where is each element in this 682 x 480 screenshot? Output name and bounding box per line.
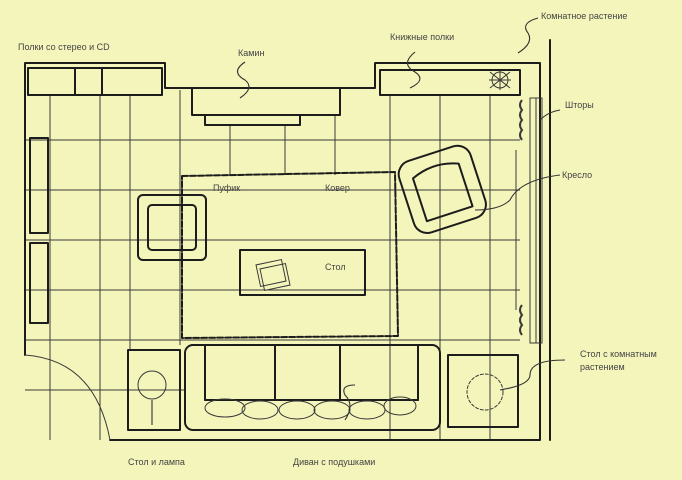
stereo-shelves [27, 67, 163, 96]
armchair [397, 144, 487, 234]
houseplant-icon [489, 70, 511, 90]
coffee-table [239, 249, 366, 296]
leader-lines [151, 17, 566, 425]
rug [181, 171, 399, 339]
wall-unit [29, 242, 49, 324]
sofa [184, 344, 441, 431]
label-curtains: Шторы [565, 100, 594, 110]
label-side-table-lamp: Стол и лампа [128, 457, 185, 467]
label-table: Стол [325, 262, 346, 272]
side-table-lamp [127, 349, 181, 431]
label-bookshelves: Книжные полки [390, 32, 454, 42]
bookshelves [379, 69, 521, 96]
label-sofa: Диван с подушками [293, 457, 375, 467]
wall-unit [29, 137, 49, 234]
fireplace [191, 87, 341, 126]
ottoman [137, 194, 207, 261]
label-rug: Ковер [325, 183, 350, 193]
room-walls [24, 62, 541, 441]
door [24, 354, 111, 441]
label-armchair: Кресло [562, 170, 592, 180]
label-plant-table-2: растением [580, 362, 625, 372]
book-icon [255, 258, 291, 292]
label-fireplace: Камин [238, 48, 264, 58]
window-curtains [515, 97, 543, 344]
label-ottoman: Пуфик [213, 183, 240, 193]
label-plant-table-1: Стол с комнатным [580, 349, 657, 359]
floor-tile-grid [25, 90, 520, 440]
plant-table [447, 354, 519, 428]
label-stereo-shelves: Полки со стерео и CD [18, 42, 110, 52]
label-houseplant: Комнатное растение [541, 11, 627, 21]
